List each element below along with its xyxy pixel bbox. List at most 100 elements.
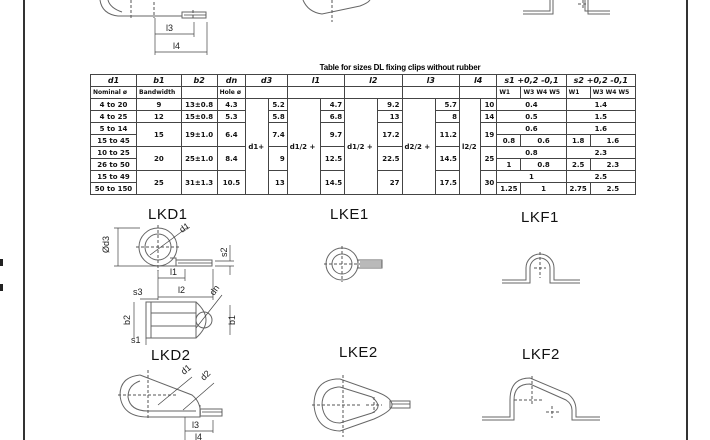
cell-d3: 7.4: [267, 122, 288, 147]
header-row: d1 b1 b2 dn d3 l1 l2 l3 l4 s1 +0,2 -0,1 …: [90, 74, 637, 87]
cell-d1: 4 to 20: [90, 98, 137, 111]
svg-text:Ød3: Ød3: [101, 236, 111, 253]
label-lkd2: LKD2: [151, 347, 191, 364]
svg-text:l3: l3: [192, 420, 199, 430]
margin-mark: [0, 284, 3, 291]
drawing-frame-left: [23, 0, 25, 440]
cell-s1-w1: 1: [496, 158, 522, 171]
subheader-empty: [458, 86, 498, 99]
cell-d1: 26 to 50: [90, 158, 137, 171]
col-d3: d3: [245, 74, 288, 87]
lkd1-drawing: d1 Ød3 s2 l1 l2 s3 dn b2 b1 s1: [101, 221, 237, 345]
cell-l3: 17.5: [434, 170, 460, 195]
cell-b1: 9: [136, 98, 182, 111]
col-b2: b2: [180, 74, 218, 87]
cell-l1: 14.5: [319, 170, 346, 195]
cell-d3: 5.8: [267, 110, 288, 123]
cell-l3: 8: [434, 110, 460, 123]
col-s1: s1 +0,2 -0,1: [496, 74, 567, 87]
formula-l3: d2/2 +: [401, 98, 436, 195]
table-title: Table for sizes DL fixing clips without …: [319, 63, 481, 72]
cell-dn: 4.3: [216, 98, 247, 111]
cell-s2: 2.5: [565, 170, 637, 183]
cell-l4: 30: [480, 170, 498, 195]
cell-b2: 15±0.8: [180, 110, 218, 123]
cell-s1: 0.5: [496, 110, 567, 123]
subheader-empty: [344, 86, 403, 99]
subheader-nominal: Nominal ø: [90, 86, 137, 99]
label-lkf2: LKF2: [522, 346, 560, 363]
drawing-frame-right: [686, 0, 688, 440]
cell-d1: 15 to 45: [90, 134, 137, 147]
subheader-hole: Hole ø: [216, 86, 247, 99]
table-row: 5 to 14 15 19±1.0 6.4 7.4 9.7 17.2 11.2 …: [90, 122, 637, 147]
cell-l1: 6.8: [319, 110, 346, 123]
svg-text:s2: s2: [219, 247, 229, 257]
cell-s1: 0.6: [496, 122, 567, 135]
cell-s2: 1.5: [565, 110, 637, 123]
col-s2: s2 +0,2 -0,1: [565, 74, 637, 87]
cell-l4: 10: [480, 98, 498, 111]
cell-s1-w345: 0.8: [520, 158, 567, 171]
subheader-empty: [286, 86, 346, 99]
svg-text:s3: s3: [133, 287, 143, 297]
col-l3: l3: [401, 74, 460, 87]
cell-l2: 17.2: [377, 122, 403, 147]
col-dn: dn: [216, 74, 247, 87]
cell-b1: 15: [136, 122, 182, 147]
label-lkf1: LKF1: [521, 209, 559, 226]
formula-l4: l2/2: [458, 98, 482, 195]
svg-text:d1: d1: [179, 362, 193, 376]
cell-s2: 1.6: [565, 122, 637, 135]
cell-d1: 4 to 25: [90, 110, 137, 123]
cell-b2: 25±1.0: [180, 146, 218, 171]
svg-text:s1: s1: [131, 335, 141, 345]
table-row: 4 to 20 9 13±0.8 4.3 d1+ 5.2 d1/2 + 4.7 …: [90, 98, 637, 195]
col-b1: b1: [136, 74, 182, 87]
svg-text:l4: l4: [173, 41, 180, 51]
label-lke1: LKE1: [330, 206, 369, 223]
subheader-empty: [401, 86, 460, 99]
cell-dn: 5.3: [216, 110, 247, 123]
lkf1-drawing: [502, 252, 580, 284]
margin-mark: [0, 259, 3, 266]
cell-dn: 6.4: [216, 122, 247, 147]
cell-d1: 5 to 14: [90, 122, 137, 135]
svg-text:b2: b2: [122, 315, 132, 325]
svg-text:dn: dn: [207, 283, 221, 297]
cell-d3: 9: [267, 146, 288, 171]
cell-d3: 5.2: [267, 98, 288, 111]
lkd2-drawing: d1 d2 l3 l4: [118, 362, 223, 440]
subheader-s1-w345: W3 W4 W5: [520, 86, 567, 99]
cell-s1: 0.8: [496, 146, 567, 159]
cell-s1-w345: 1: [520, 182, 567, 195]
subheader-s2-w1: W1: [565, 86, 591, 99]
cell-l1: 12.5: [319, 146, 346, 171]
cell-s2-w1: 2.75: [565, 182, 591, 195]
cell-s1-w1: 1.25: [496, 182, 522, 195]
col-d1: d1: [90, 74, 137, 87]
subheader-bandwidth: Bandwidth: [136, 86, 182, 99]
subheader-empty: [180, 86, 218, 99]
cell-b2: 19±1.0: [180, 122, 218, 147]
col-l2: l2: [344, 74, 403, 87]
cell-s1-w345: 0.6: [520, 134, 567, 147]
svg-text:l3: l3: [166, 23, 173, 33]
cell-b2: 31±1.3: [180, 170, 218, 195]
cell-l3: 11.2: [434, 122, 460, 147]
cell-b1: 20: [136, 146, 182, 171]
svg-text:d1: d1: [177, 221, 191, 235]
cell-l2: 27: [377, 170, 403, 195]
cell-d1: 50 to 150: [90, 182, 137, 195]
cell-l4: 14: [480, 110, 498, 123]
cell-dn: 8.4: [216, 146, 247, 171]
formula-l1: d1/2 +: [286, 98, 321, 195]
cell-l3: 5.7: [434, 98, 460, 111]
cell-l4: 25: [480, 146, 498, 171]
svg-text:l2: l2: [178, 285, 185, 295]
cell-dn: 10.5: [216, 170, 247, 195]
cell-s2-w345: 2.3: [589, 158, 637, 171]
cell-l1: 4.7: [319, 98, 346, 111]
top-lkd2-drawing: l3 l4: [99, 0, 208, 55]
cell-s1: 0.4: [496, 98, 567, 111]
